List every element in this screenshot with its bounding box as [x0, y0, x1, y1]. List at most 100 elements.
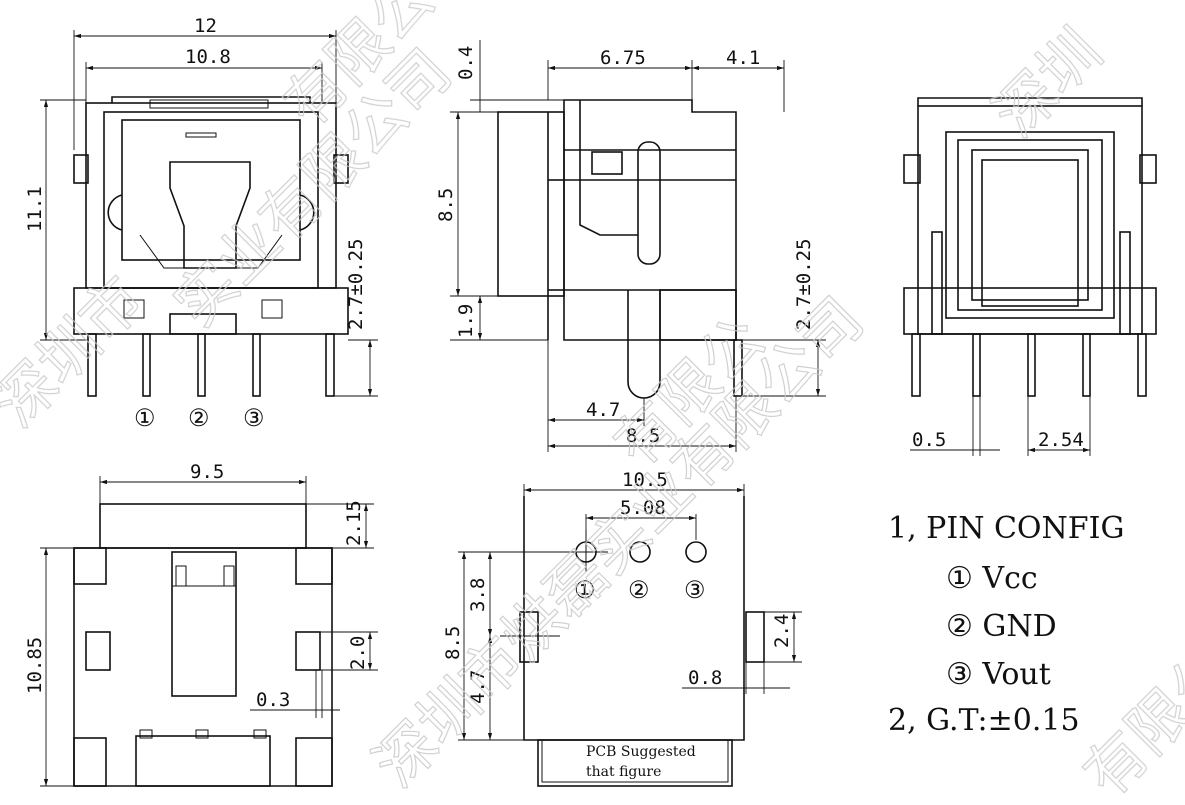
front-pin-1 [142, 333, 151, 397]
front-top-slot [149, 99, 269, 109]
bottom-dim-width-text: 9.5 [190, 461, 224, 483]
pcb-note-line1: PCB Suggested [586, 744, 696, 760]
bottom-corner-tr [295, 547, 333, 585]
bottom-center-cap [171, 551, 237, 587]
pcb-dim-slot-width-text: 0.8 [688, 667, 722, 689]
pcb-pin-label-1: ① [574, 576, 596, 604]
pcb-hole-3 [685, 541, 707, 563]
bottom-connector-nub-c [195, 729, 209, 739]
front-mount-pin-left [87, 333, 97, 397]
side-body [563, 99, 737, 341]
front-lug-right [299, 194, 315, 231]
rear-frame [945, 131, 1115, 319]
watermark-text-7: 有限公 [1071, 634, 1185, 805]
pcb-view: PCB Suggested that figure ① ② ③ 10.5 5.0… [442, 469, 802, 787]
side-dim-pin-offset-text: 4.7 [586, 399, 620, 421]
front-pin-2 [197, 333, 206, 397]
pcb-note-line2: that figure [586, 764, 661, 780]
side-window [591, 151, 623, 175]
pcb-hole-2 [629, 541, 651, 563]
front-pin-label-1: ① [134, 404, 156, 432]
rear-dim-pin-pitch-text: 2.54 [1038, 429, 1084, 451]
side-dim-left-depth-text: 6.75 [600, 47, 646, 69]
rear-pin-3 [1082, 333, 1091, 397]
front-window [121, 119, 301, 261]
rear-latch-right [1139, 154, 1157, 184]
front-pin-label-3: ③ [243, 404, 265, 432]
side-dim-base-height-text: 1.9 [455, 304, 477, 338]
front-dim-width-inner-text: 10.8 [185, 46, 231, 68]
side-dim-pin-height-text: 2.7±0.25 [793, 238, 815, 330]
note-pin-1: ① Vcc [946, 561, 1038, 596]
rear-window-inner [981, 159, 1079, 307]
pcb-slot-left [519, 611, 539, 663]
bottom-connector-nub-l [139, 729, 153, 739]
bottom-dim-height-text: 10.85 [24, 637, 46, 694]
rear-pin-1 [972, 333, 981, 397]
side-dim-total-depth-text: 8.5 [626, 425, 660, 447]
front-dim-pin-height-text: 2.7±0.25 [345, 238, 367, 330]
bottom-protrusion [99, 503, 307, 549]
bottom-corner-bl [73, 737, 107, 787]
front-slit [185, 132, 217, 138]
note-pin-2: ② GND [946, 609, 1057, 644]
side-front-block [497, 111, 565, 297]
bottom-center-block [171, 551, 237, 697]
pcb-pin-label-3: ③ [684, 576, 706, 604]
bottom-connector-nub-r [253, 729, 267, 739]
rear-side-rail-right [1119, 231, 1131, 335]
bottom-dim-gap-text: 0.3 [256, 689, 290, 711]
rear-mount-pin-right [1137, 333, 1147, 397]
side-inner-line [579, 100, 638, 236]
pcb-slot-right [745, 611, 765, 663]
rear-pin-2 [1027, 333, 1036, 397]
front-lug-left [107, 194, 123, 231]
notes-block: 1, PIN CONFIG ① Vcc ② GND ③ Vout 2, G.T:… [888, 511, 1124, 738]
front-base-cutout-right [261, 299, 283, 319]
bottom-dim-protrusion-text: 2.15 [343, 500, 365, 546]
front-dim-width-outer-text: 12 [194, 15, 217, 37]
pcb-dim-slot-height-text: 2.4 [771, 614, 793, 648]
front-base-cutout-left [123, 299, 145, 319]
rear-inner-frame [957, 139, 1103, 311]
front-latch-left [73, 154, 89, 184]
rear-window [971, 149, 1089, 301]
rear-dim-pin-width-text: 0.5 [912, 429, 946, 451]
side-slot [637, 141, 661, 265]
side-view: 6.75 4.1 0.4 8.5 1.9 2.7±0.25 4.7 8.5 [435, 40, 826, 452]
note-pin-config: 1, PIN CONFIG [888, 511, 1124, 546]
rear-latch-left [903, 154, 921, 184]
watermark-text-6: 深圳市烘磊实业有限公司 [361, 284, 877, 800]
rear-side-rail-left [931, 231, 943, 335]
bottom-corner-br [295, 737, 333, 787]
pcb-dim-pitch-text: 5.08 [620, 497, 666, 519]
bottom-view: 9.5 2.15 10.85 2.0 0.3 [24, 461, 378, 787]
pcb-dim-lower-offset-text: 4.7 [467, 670, 489, 704]
bottom-connector [135, 735, 271, 787]
pcb-dim-width-text: 10.5 [622, 469, 668, 491]
front-pin-3 [252, 333, 261, 397]
front-top-lip [111, 96, 311, 103]
pcb-pin-label-2: ② [628, 576, 650, 604]
bottom-center-tab-right [223, 565, 235, 587]
rear-mount-pin-left [911, 333, 921, 397]
front-dim-height-text: 11.1 [24, 186, 46, 232]
rear-top-lip [917, 97, 1143, 106]
watermark-text-2: 深圳 [981, 16, 1115, 150]
side-dim-body-height-text: 8.5 [435, 188, 457, 222]
bottom-center-tab-left [175, 565, 187, 587]
rear-view: 0.5 2.54 [903, 97, 1157, 456]
note-tolerance: 2, G.T:±0.15 [888, 703, 1080, 738]
side-dim-right-depth-text: 4.1 [726, 47, 760, 69]
front-latch-right [333, 154, 349, 184]
side-rear-block [659, 289, 737, 341]
side-dim-top-offset-text: 0.4 [455, 46, 477, 80]
pcb-dim-row-offset-text: 3.8 [467, 578, 489, 612]
pcb-dim-total-height-text: 8.5 [442, 626, 464, 660]
front-pin-label-2: ② [188, 404, 210, 432]
bottom-corner-tl [73, 547, 107, 585]
bottom-body [73, 547, 333, 787]
pcb-note-box-inner [541, 739, 729, 783]
